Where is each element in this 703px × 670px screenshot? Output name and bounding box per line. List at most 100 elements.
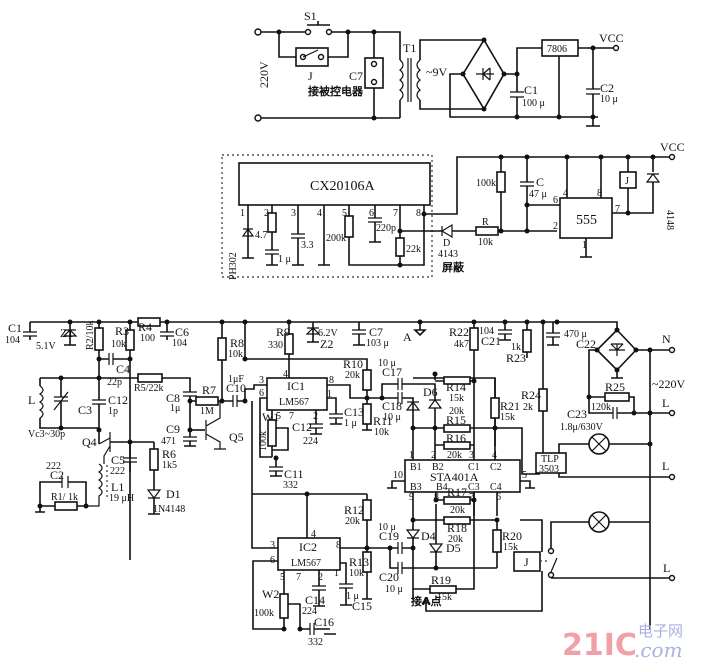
controlled-device-label: 接被控电器 [308, 84, 364, 98]
pin-name-label: C1 [468, 462, 480, 473]
c22-value: 470 μ [564, 329, 587, 340]
w2-label: W2 [262, 587, 279, 601]
r6-value: 1k5 [162, 460, 177, 471]
ph302-label: PH302 [228, 252, 239, 280]
r24-label: R24 [521, 388, 541, 402]
r-200k-label: 200k [326, 233, 346, 244]
watermark-21ic: 21IC 电子网 .com [562, 622, 683, 663]
driver-section: R22 4k7 104 C21 1k R23 D6 R14 15k 20k R1… [387, 319, 543, 612]
c2-value: 10 μ [600, 94, 618, 105]
cx20106a-label: CX20106A [310, 179, 375, 194]
r18-label: R18 [447, 521, 467, 535]
pin-label: 2 [264, 208, 269, 219]
r18-value: 20k [448, 534, 463, 545]
pin-label: 6 [259, 388, 264, 399]
mains-output-section: 470 μ C22 R24 2k TLP 3503 N ~220V R25 1 [521, 319, 685, 630]
ir-receiver-section: CX20106A 1 2 3 4 5 6 7 8 4.7 PH302 1 μ 3… [221, 154, 640, 280]
pin-label: 7 [289, 411, 294, 422]
c20-value: 10 μ [385, 584, 403, 595]
r24-value: 2k [523, 402, 533, 413]
r17-value: 20k [450, 505, 465, 516]
z2-value: 6.2V [318, 328, 339, 339]
c16-label: C16 [314, 615, 334, 629]
c8-label: C8 [166, 391, 180, 405]
c2-label: C2 [600, 81, 614, 95]
c3-label: C3 [78, 403, 92, 417]
pin-label: 7 [469, 492, 474, 503]
pin-label: 1 [334, 568, 339, 579]
c21-value: 104 [479, 326, 494, 337]
q4-label: Q4 [82, 435, 97, 449]
r11-label: R11 [373, 414, 393, 428]
c20-label: C20 [379, 570, 399, 584]
pin-label: 4 [311, 529, 316, 540]
r10-value: 20k [345, 370, 360, 381]
r15-value: 20k [449, 406, 464, 417]
pin-label: 1 [582, 240, 587, 251]
r12-label: R12 [344, 503, 364, 517]
d5-label: D5 [446, 541, 461, 555]
d1-label: D1 [166, 487, 181, 501]
r13-label: R13 [349, 555, 369, 569]
c-1u-label: 1 μ [278, 254, 291, 265]
vcc-label-1: VCC [599, 31, 624, 45]
c19-label: C19 [379, 529, 399, 543]
c1-value: 100 μ [522, 98, 545, 109]
inductor-l-label: L [28, 393, 35, 407]
c21-label: C21 [481, 334, 501, 348]
r19-value: 15k [437, 592, 452, 603]
relay-contact-label: J [308, 69, 313, 83]
ic2-type: LM567 [291, 558, 321, 569]
r21-label: R21 [500, 399, 520, 413]
s1-label: S1 [304, 9, 317, 23]
c23-value: 1.8μ/630V [560, 422, 604, 433]
c-220p-label: 220p [376, 223, 396, 234]
pin-label: 5 [342, 208, 347, 219]
c14-label: C14 [305, 593, 325, 607]
c4-value: 22p [107, 377, 122, 388]
r7-value: 1M [200, 406, 214, 417]
ic-555-label: 555 [576, 213, 597, 228]
pin-label: 7 [393, 208, 398, 219]
r4-label: R4 [138, 320, 152, 334]
mains-220v-label: 220V [257, 61, 271, 88]
c5-value: 222 [110, 466, 125, 477]
z2-label: Z2 [320, 337, 333, 351]
timer-555-section: R 10k 100k C 47 μ 555 4 8 6 7 2 1 J [475, 140, 685, 258]
c2-label: C2 [50, 468, 64, 482]
r3-value: 10k [111, 339, 126, 350]
oscillator-section: C1 104 5.1V Z1 R2/10k R3 10k C4 22p R4 1… [5, 317, 248, 560]
c15-label: C15 [352, 599, 372, 613]
ic2-label: IC2 [299, 540, 317, 554]
node-a-label: A [403, 330, 412, 344]
c16-value: 332 [308, 637, 323, 648]
pin-label: 6 [553, 195, 558, 206]
pin-label: 4 [317, 208, 322, 219]
pin-label: 7 [615, 204, 620, 215]
l1-label: L1 [111, 480, 124, 494]
c18-value: 10 μ [383, 412, 401, 423]
c9-label: C9 [166, 422, 180, 436]
d6-label: D6 [423, 385, 438, 399]
r25-label: R25 [605, 380, 625, 394]
pin-name-label: B4 [436, 482, 448, 493]
c12-label-dec: C12 [292, 420, 312, 434]
r-100k-label: 100k [476, 178, 496, 189]
pin-label: 6 [496, 492, 501, 503]
w1-value: 100k [258, 431, 269, 451]
pin-label: 5 [280, 572, 285, 583]
r22-value: 4k7 [454, 339, 469, 350]
r-4-7-label: 4.7 [255, 230, 268, 241]
r11-value: 10k [374, 427, 389, 438]
c13-value: 1 μ [344, 418, 357, 429]
secondary-voltage-label: ~9V [426, 65, 447, 79]
t1-label: T1 [403, 41, 416, 55]
r25-value: 120k [591, 402, 611, 413]
r14-value: 15k [449, 393, 464, 404]
c4-label: C4 [116, 362, 130, 376]
r9-value: 330 [268, 340, 283, 351]
l1-value: 19 μH [109, 493, 134, 504]
pin-label: 2 [553, 221, 558, 232]
c7-label-lower: C7 [369, 325, 383, 339]
c6-label: C6 [175, 325, 189, 339]
